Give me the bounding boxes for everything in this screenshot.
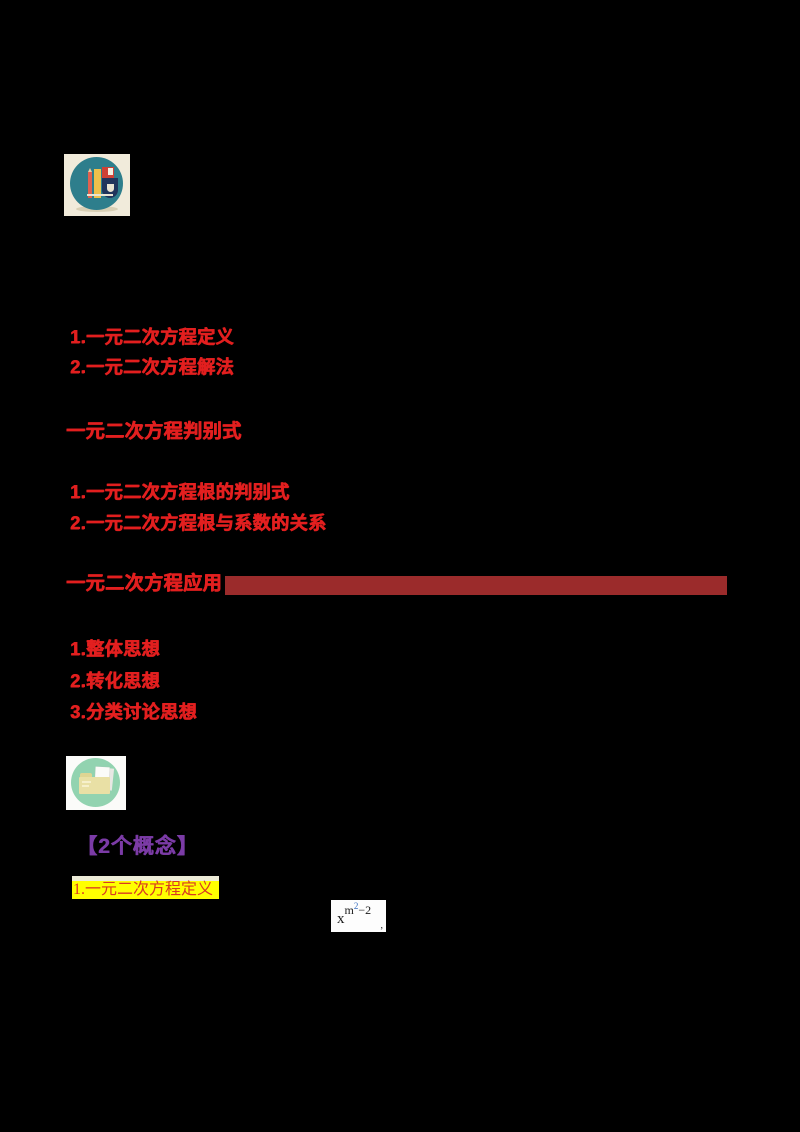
formula-exp-power: 2 (353, 901, 359, 911)
folder-line (82, 781, 91, 783)
book-label (108, 168, 113, 175)
toc-header-application: 一元二次方程应用 (66, 573, 223, 594)
toc-item-holistic-thinking: 1.整体思想 (70, 639, 161, 659)
formula-exp-rest: −2 (358, 903, 372, 917)
folder-icon (66, 756, 126, 810)
formula: xm2−2 (337, 901, 372, 927)
pencil-tip (88, 168, 92, 172)
formula-exp-base: m (344, 903, 354, 917)
shelf-line (87, 194, 113, 196)
toc-item-definition: 1.一元二次方程定义 (70, 327, 235, 347)
books-icon (64, 154, 130, 216)
folder-line (82, 785, 89, 787)
topic-heading: 1.一元二次方程定义 (73, 881, 214, 898)
protractor-hole (107, 184, 114, 192)
toc-item-transformation-thinking: 2.转化思想 (70, 671, 161, 691)
pencil-icon (88, 172, 92, 198)
formula-patch: xm2−2 , (331, 900, 386, 932)
toc-header-discriminant: 一元二次方程判别式 (66, 421, 242, 442)
toc-item-discriminant: 1.一元二次方程根的判别式 (70, 482, 290, 502)
yellow-book-icon (94, 169, 101, 198)
topic-highlight: 1.一元二次方程定义 (72, 876, 219, 899)
section-divider-bar (225, 576, 727, 595)
bracket-heading: 【2个概念】 (76, 835, 199, 858)
toc-item-solving: 2.一元二次方程解法 (70, 357, 235, 377)
toc-item-case-analysis-thinking: 3.分类讨论思想 (70, 702, 198, 722)
toc-item-vieta: 2.一元二次方程根与系数的关系 (70, 513, 327, 533)
formula-base: x (337, 911, 345, 927)
formula-trailing-comma: , (380, 920, 384, 931)
folder-tab (80, 773, 92, 778)
